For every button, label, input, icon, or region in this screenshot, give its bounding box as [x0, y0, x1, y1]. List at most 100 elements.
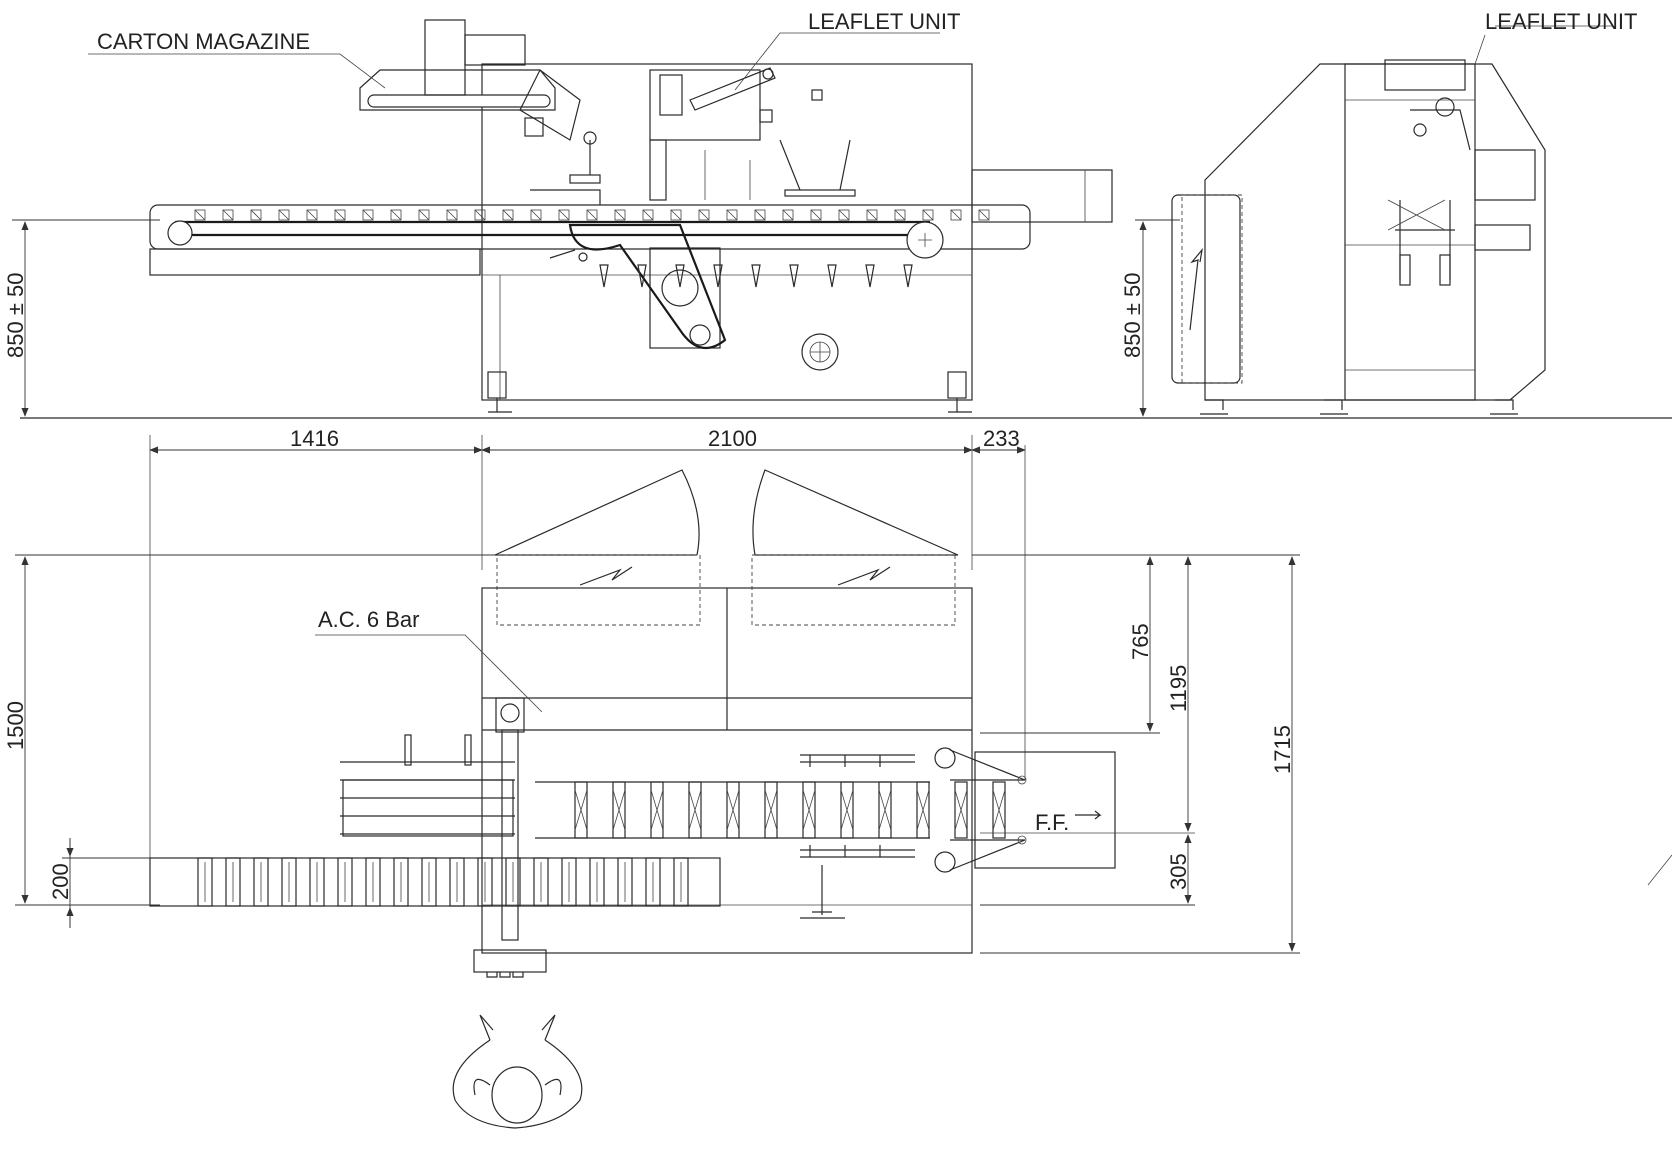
pusher-finger	[599, 264, 609, 288]
conveyor-lug-mark	[894, 209, 906, 221]
conveyor-lug	[754, 209, 766, 221]
guard-depth-dim: 765	[1128, 623, 1153, 660]
bucket-cross	[688, 789, 702, 831]
conveyor-lug	[642, 209, 654, 221]
conveyor-lug-mark	[866, 209, 878, 221]
conveyor-lug	[614, 209, 626, 221]
conveyor-lug	[782, 209, 794, 221]
conveyor-lug-mark	[390, 209, 402, 221]
bucket-cross	[954, 789, 968, 831]
conveyor-lug-mark	[334, 209, 346, 221]
conveyor-lug-mark	[502, 209, 514, 221]
front-height-dim: 850 ± 50	[3, 273, 28, 358]
conveyor-lug	[474, 209, 486, 221]
conveyor-lug-mark	[278, 209, 290, 221]
conveyor-lug	[502, 209, 514, 221]
carton-chain	[197, 857, 689, 907]
conveyor-lug	[306, 209, 318, 221]
conveyor-lug-mark	[474, 209, 486, 221]
pusher-finger	[637, 264, 647, 288]
conveyor-lug	[670, 209, 682, 221]
conveyor-lug-mark	[362, 209, 374, 221]
conveyor-lug	[530, 209, 542, 221]
conveyor-lug-mark	[614, 209, 626, 221]
infeed-length-dim: 1416	[290, 426, 339, 451]
machine-length-dim: 2100	[708, 426, 757, 451]
conveyor-lugs	[194, 209, 990, 221]
operator-figure	[452, 1014, 583, 1129]
conveyor-lug	[334, 209, 346, 221]
bucket-cross	[650, 789, 664, 831]
conveyor-lug-mark	[446, 209, 458, 221]
leaflet-unit-label-front: LEAFLET UNIT	[808, 9, 960, 34]
conveyor-lug-mark	[726, 209, 738, 221]
pusher-finger	[865, 264, 875, 288]
total-depth-dim: 1715	[1270, 725, 1295, 774]
conveyor-lug-mark	[586, 209, 598, 221]
bucket-cross	[726, 789, 740, 831]
conveyor-lug-mark	[782, 209, 794, 221]
conveyor-lug-mark	[558, 209, 570, 221]
outfeed-offset-dim: 305	[1166, 853, 1191, 890]
bucket-cross	[574, 789, 588, 831]
conveyor-lug	[390, 209, 402, 221]
flow-direction-label: F.F.	[1035, 810, 1069, 835]
pusher-finger	[675, 264, 685, 288]
conveyor-lug-mark	[922, 209, 934, 221]
conveyor-lug	[558, 209, 570, 221]
conveyor-lug	[922, 209, 934, 221]
bucket-cross	[992, 789, 1006, 831]
product-buckets	[574, 781, 1006, 839]
conveyor-lug	[250, 209, 262, 221]
side-height-dim: 850 ± 50	[1120, 273, 1145, 358]
conveyor-lug-mark	[418, 209, 430, 221]
conveyor-lug-mark	[754, 209, 766, 221]
conveyor-lug-mark	[698, 209, 710, 221]
carton-magazine-label: CARTON MAGAZINE	[97, 29, 310, 54]
conveyor-lug-mark	[670, 209, 682, 221]
conveyor-lug-mark	[978, 209, 990, 221]
bucket-cross	[878, 789, 892, 831]
conveyor-lug	[838, 209, 850, 221]
front-elevation: LEAFLET UNIT CARTON MAGAZINE 850 ± 50	[3, 9, 1672, 419]
conveyor-lug-mark	[306, 209, 318, 221]
conveyor-lug	[446, 209, 458, 221]
conveyor-lug	[194, 209, 206, 221]
pusher-finger	[903, 264, 913, 288]
conveyor-lug	[810, 209, 822, 221]
conveyor-lug	[866, 209, 878, 221]
bucket-cross	[916, 789, 930, 831]
bucket-cross	[802, 789, 816, 831]
air-supply-label: A.C. 6 Bar	[318, 607, 419, 632]
leaflet-unit-label-side: LEAFLET UNIT	[1485, 9, 1637, 34]
conveyor-lug-mark	[250, 209, 262, 221]
conveyor-lug-mark	[194, 209, 206, 221]
conveyor-lug	[222, 209, 234, 221]
centerline-depth-dim: 1195	[1166, 665, 1191, 712]
conveyor-lug-mark	[530, 209, 542, 221]
conveyor-lug-mark	[838, 209, 850, 221]
side-elevation: LEAFLET UNIT 850 ± 50	[1120, 9, 1637, 417]
pusher-finger	[751, 264, 761, 288]
conveyor-lug-mark	[810, 209, 822, 221]
conveyor-lug	[418, 209, 430, 221]
pusher-fingers	[599, 264, 913, 288]
conveyor-lug	[978, 209, 990, 221]
infeed-width-dim: 200	[48, 863, 73, 900]
bucket	[992, 781, 1006, 839]
conveyor-lug	[586, 209, 598, 221]
bucket-cross	[840, 789, 854, 831]
conveyor-lug-mark	[222, 209, 234, 221]
pusher-finger	[789, 264, 799, 288]
conveyor-lug	[278, 209, 290, 221]
pusher-finger	[827, 264, 837, 288]
plan-depth-dim: 1500	[3, 701, 28, 750]
conveyor-lug	[698, 209, 710, 221]
bucket-cross	[764, 789, 778, 831]
bucket	[954, 781, 968, 839]
conveyor-lug	[726, 209, 738, 221]
conveyor-lug	[362, 209, 374, 221]
conveyor-lug	[894, 209, 906, 221]
outfeed-overhang-dim: 233	[983, 426, 1020, 451]
